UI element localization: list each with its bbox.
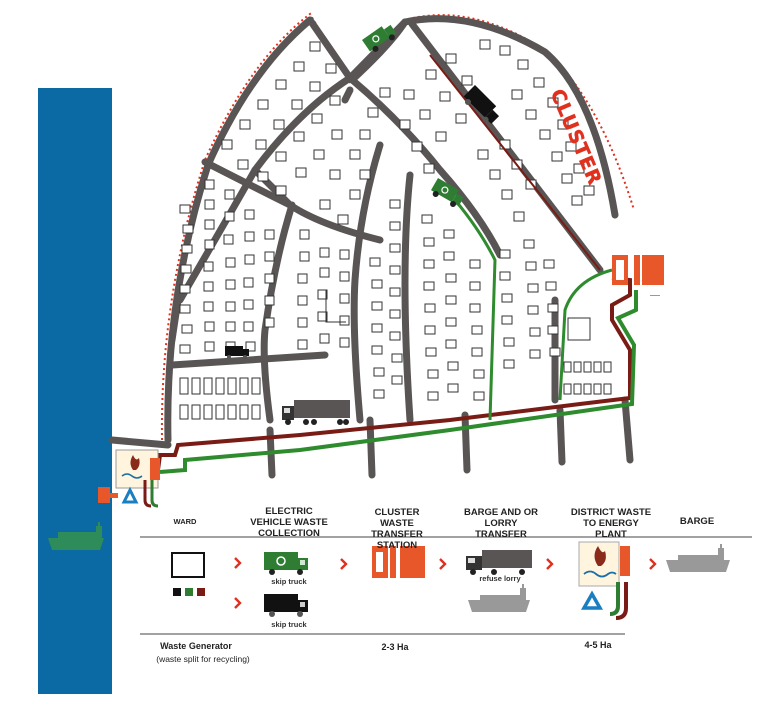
skip-truck-caption: skip truck [271, 620, 307, 629]
truck-icon [282, 400, 350, 425]
truck-icon [225, 346, 249, 359]
waste-generator-label: Waste Generator [160, 641, 232, 651]
legend-header-energy-plant: DISTRICT WASTE TO ENERGY PLANT [570, 507, 652, 540]
collection-route-green [159, 290, 638, 474]
truck-icon [431, 178, 464, 207]
legend-header-transfer-station: CLUSTER WASTE TRANSFER STATION [371, 507, 423, 551]
recycle-icon [121, 486, 139, 504]
truck-icon [264, 594, 308, 617]
collection-route-red-upper [429, 54, 601, 271]
refuse-lorry-caption: refuse lorry [479, 574, 521, 583]
truck-icon [362, 24, 397, 52]
truck-icon [264, 552, 308, 575]
barge-icon [48, 522, 104, 550]
chevron-right-icon [234, 557, 657, 609]
barge-icon [468, 584, 530, 612]
barge-icon [666, 544, 730, 572]
legend-header-barge: BARGE [679, 516, 715, 527]
collection-route-red [156, 276, 632, 471]
energy-plant-area: 4-5 Ha [584, 640, 612, 650]
legend-header-barge-lorry: BARGE AND OR LORRY TRANSFER [463, 507, 539, 540]
energy-plant-symbol [578, 541, 630, 620]
energy-plant-map [98, 449, 160, 508]
legend-header-ev-collection: ELECTRIC VEHICLE WASTE COLLECTION [250, 506, 328, 539]
river [38, 88, 112, 694]
transfer-station-area: 2-3 Ha [381, 642, 409, 652]
collection-route-green-upper [453, 199, 497, 421]
waste-generator-note: (waste split for recycling) [156, 654, 250, 664]
recycle-icon [580, 590, 604, 610]
ward-symbol [171, 552, 205, 596]
transfer-station-map [612, 255, 664, 296]
collection-route-green-right [558, 268, 613, 401]
skip-truck-caption: skip truck [271, 577, 307, 586]
transfer-station-symbol [372, 546, 425, 578]
building-blocks [179, 39, 612, 420]
truck-icon [463, 85, 500, 124]
legend-header-ward: WARD [173, 517, 197, 526]
truck-icon [466, 550, 532, 575]
